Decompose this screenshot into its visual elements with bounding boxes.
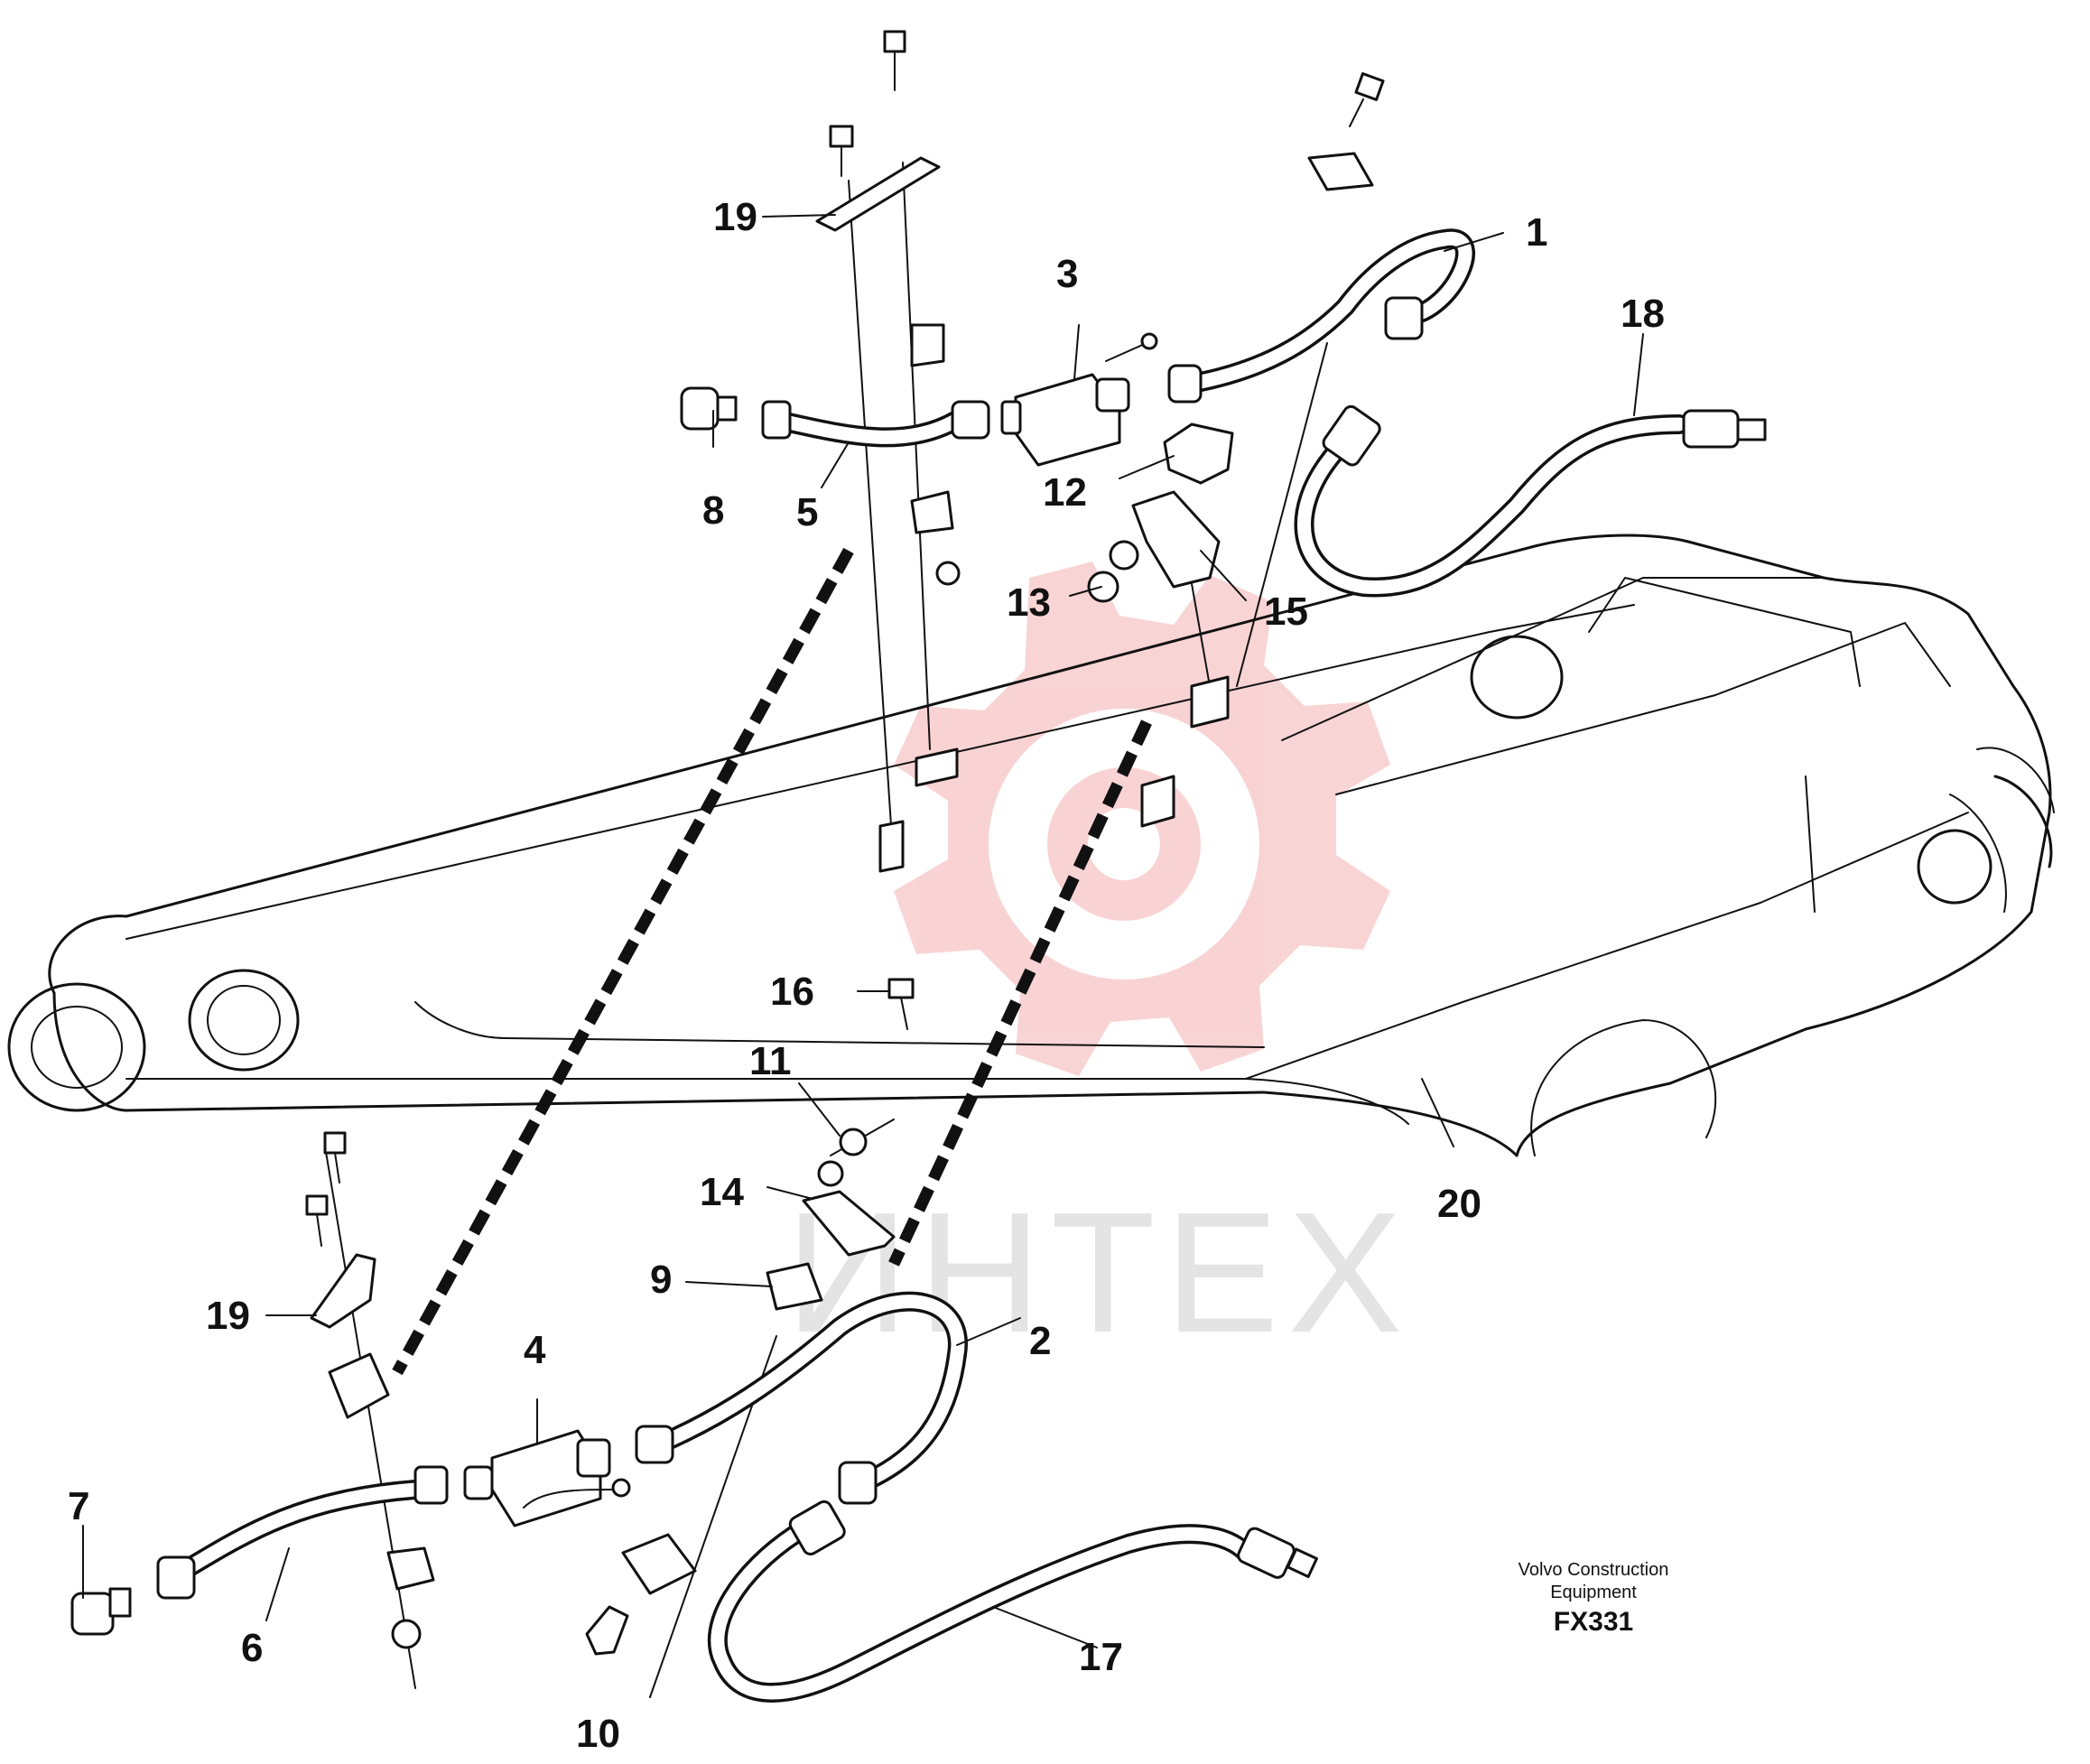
callout-18: 18 — [1621, 292, 1665, 336]
caption-line1: Volvo Construction — [1519, 1560, 1669, 1580]
callout-13: 13 — [1007, 580, 1051, 625]
callout-19-upper: 19 — [713, 195, 757, 239]
leader-lines — [82, 214, 1644, 1648]
boom — [7, 534, 2055, 1157]
callout-5: 5 — [796, 490, 818, 534]
callout-8: 8 — [702, 488, 724, 533]
callout-7: 7 — [68, 1484, 89, 1528]
callout-15: 15 — [1264, 590, 1308, 634]
callouts: 1 2 3 4 5 6 7 8 9 10 11 12 13 14 15 16 1… — [68, 195, 1665, 1756]
upper-assembly — [680, 30, 1767, 873]
dashed-line-right — [888, 720, 1152, 1267]
callout-6: 6 — [241, 1626, 263, 1670]
callout-14: 14 — [700, 1170, 744, 1214]
caption-line2: Equipment — [1550, 1583, 1637, 1602]
callout-4: 4 — [524, 1328, 546, 1372]
callout-9: 9 — [650, 1258, 672, 1302]
callout-12: 12 — [1043, 470, 1087, 515]
callout-17: 17 — [1079, 1635, 1123, 1679]
callout-10: 10 — [576, 1712, 620, 1756]
callout-2: 2 — [1029, 1319, 1051, 1363]
caption: Volvo Construction Equipment FX331 — [1519, 1560, 1669, 1637]
callout-19-lower: 19 — [206, 1294, 250, 1338]
callout-16: 16 — [770, 970, 814, 1014]
callout-11: 11 — [749, 1039, 792, 1083]
dashed-line-left — [392, 547, 854, 1376]
lower-assembly — [70, 978, 1318, 1703]
caption-code: FX331 — [1554, 1607, 1633, 1637]
callout-1: 1 — [1526, 210, 1547, 255]
callout-3: 3 — [1056, 252, 1078, 296]
watermark-text: ИНТЕХ — [785, 1177, 1411, 1369]
callout-20: 20 — [1437, 1182, 1482, 1226]
